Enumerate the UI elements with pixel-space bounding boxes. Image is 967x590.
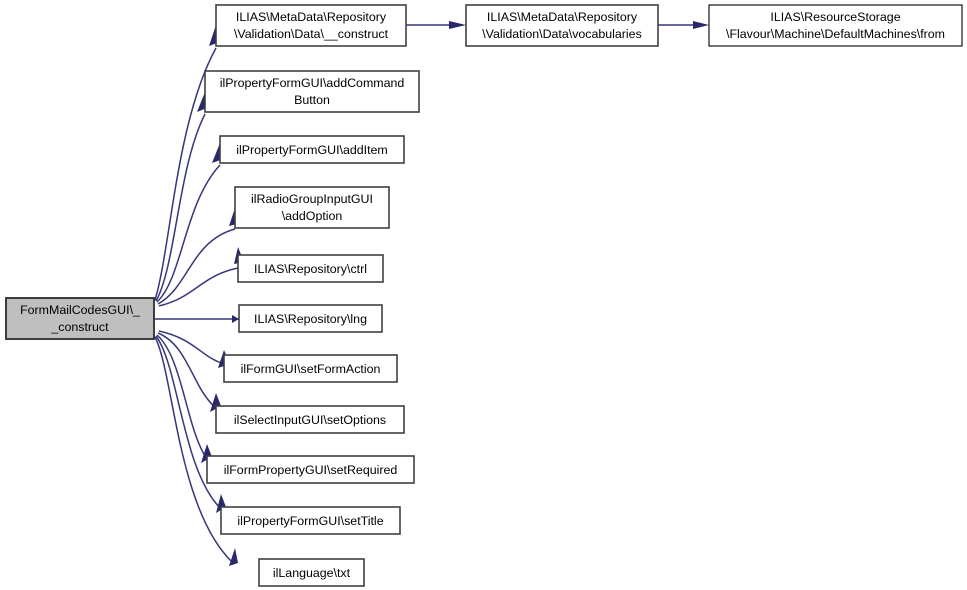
edge-line [157, 228, 236, 305]
edge-line [157, 332, 217, 409]
edge-line [154, 47, 217, 301]
node-box[interactable] [204, 70, 420, 113]
node-box[interactable] [258, 558, 365, 587]
node-label: ilPropertyFormGUI\setTitle [237, 514, 383, 528]
edge-line [155, 113, 206, 302]
node-label: ILIAS\Repository\ctrl [254, 262, 367, 276]
edge-md_construct-to-md_vocab [406, 21, 466, 29]
node-label-line1: ILIAS\ResourceStorage [770, 10, 900, 24]
node-box[interactable] [237, 254, 384, 283]
edge-line [158, 267, 239, 307]
node-label-line1: ilPropertyFormGUI\addCommand [220, 76, 405, 90]
graph-node-lng[interactable]: ILIAS\Repository\lng [238, 304, 383, 333]
edge-md_vocab-to-rs_from [658, 21, 709, 29]
node-box[interactable] [215, 405, 405, 434]
node-box[interactable] [219, 135, 405, 164]
edge-root-to-txt [154, 336, 238, 566]
node-box[interactable] [465, 4, 659, 47]
node-label-line2: Button [294, 93, 330, 107]
node-box[interactable] [708, 4, 963, 47]
node-label: ilSelectInputGUI\setOptions [234, 413, 386, 427]
node-box[interactable] [238, 304, 383, 333]
node-label-line2: _construct [50, 320, 109, 334]
edge-root-to-lng [155, 315, 239, 323]
graph-node-addOption[interactable]: ilRadioGroupInputGUI \addOption [234, 186, 390, 229]
node-box[interactable] [234, 186, 390, 229]
edge-root-to-addItem [156, 143, 229, 303]
node-label: ilLanguage\txt [273, 566, 351, 580]
node-box[interactable] [220, 506, 401, 535]
node-label: ilPropertyFormGUI\addItem [236, 143, 387, 157]
graph-node-setOptions[interactable]: ilSelectInputGUI\setOptions [215, 405, 405, 434]
node-label-line2: \Validation\Data\vocabularies [482, 27, 642, 41]
node-label: ilFormGUI\setFormAction [241, 362, 381, 376]
graph-node-addItem[interactable]: ilPropertyFormGUI\addItem [219, 135, 405, 164]
graph-node-rs_from[interactable]: ILIAS\ResourceStorage \Flavour\Machine\De… [708, 4, 963, 47]
node-label-line1: FormMailCodesGUI\_ [20, 303, 141, 317]
node-box[interactable] [206, 455, 415, 484]
edge-root-to-setFormAction [158, 330, 230, 368]
graph-node-root[interactable]: FormMailCodesGUI\_ _construct [5, 297, 155, 340]
node-label-line2: \Validation\Data\__construct [234, 27, 389, 41]
graph-node-md_vocab[interactable]: ILIAS\MetaData\Repository \Validation\Dat… [465, 4, 659, 47]
edge-root-to-setOptions [157, 332, 221, 412]
node-box[interactable] [215, 4, 407, 47]
graph-node-md_construct[interactable]: ILIAS\MetaData\Repository \Validation\Dat… [215, 4, 407, 47]
edge-line [155, 335, 222, 510]
graph-node-ctrl[interactable]: ILIAS\Repository\ctrl [237, 254, 384, 283]
graph-node-setTitle[interactable]: ilPropertyFormGUI\setTitle [220, 506, 401, 535]
edge-line [156, 164, 221, 303]
node-box[interactable] [5, 297, 155, 340]
edge-root-to-md_construct [154, 25, 225, 301]
graph-node-txt[interactable]: ilLanguage\txt [258, 558, 365, 587]
node-label: ilFormPropertyGUI\setRequired [224, 463, 398, 477]
edge-root-to-addCommandButton [155, 92, 214, 302]
edge-line [156, 334, 208, 460]
node-label-line1: ILIAS\MetaData\Repository [487, 10, 638, 24]
node-label-line2: \Flavour\Machine\DefaultMachines\from [726, 27, 945, 41]
arrowhead-icon [232, 315, 239, 323]
node-label-line1: ilRadioGroupInputGUI [251, 192, 373, 206]
node-label: ILIAS\Repository\lng [254, 312, 367, 326]
arrowhead-icon [449, 21, 466, 29]
node-label-line2: \addOption [282, 209, 343, 223]
arrowhead-icon [693, 21, 709, 29]
edge-line [158, 330, 225, 365]
node-box[interactable] [223, 354, 398, 383]
graph-node-setFormAction[interactable]: ilFormGUI\setFormAction [223, 354, 398, 383]
node-label-line1: ILIAS\MetaData\Repository [236, 10, 387, 24]
graph-node-setRequired[interactable]: ilFormPropertyGUI\setRequired [206, 455, 415, 484]
edge-line [154, 336, 233, 563]
nodes-layer: FormMailCodesGUI\_ _construct ILIAS\MetaDa… [5, 4, 963, 587]
arrowhead-icon [229, 548, 238, 566]
